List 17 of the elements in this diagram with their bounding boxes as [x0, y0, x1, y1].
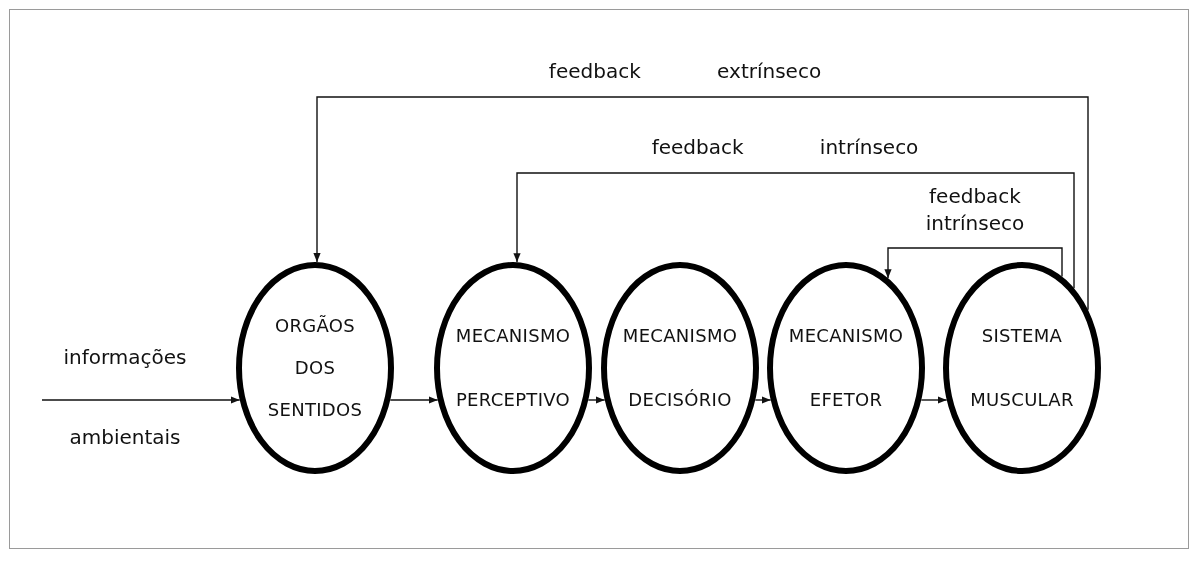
- arrow: [587, 396, 606, 404]
- arrow: [513, 172, 1075, 289]
- arrow: [920, 396, 948, 404]
- edge-label: feedback extrínseco: [547, 58, 823, 84]
- edge-label: feedback intrínseco: [650, 134, 920, 160]
- edge-label: feedback intrínseco: [924, 183, 1026, 237]
- edge-label: informações ambientais: [62, 344, 188, 451]
- arrow: [884, 247, 1063, 279]
- arrow: [41, 396, 241, 404]
- node-label: MECANISMO EFETOR: [788, 324, 904, 412]
- node-label: ORGÃOS DOS SENTIDOS: [267, 314, 363, 422]
- node-label: MECANISMO PERCEPTIVO: [455, 324, 571, 412]
- node-label: SISTEMA MUSCULAR: [970, 324, 1074, 412]
- arrow: [313, 96, 1089, 311]
- arrow: [754, 396, 772, 404]
- arrow: [389, 396, 439, 404]
- node-label: MECANISMO DECISÓRIO: [622, 324, 738, 412]
